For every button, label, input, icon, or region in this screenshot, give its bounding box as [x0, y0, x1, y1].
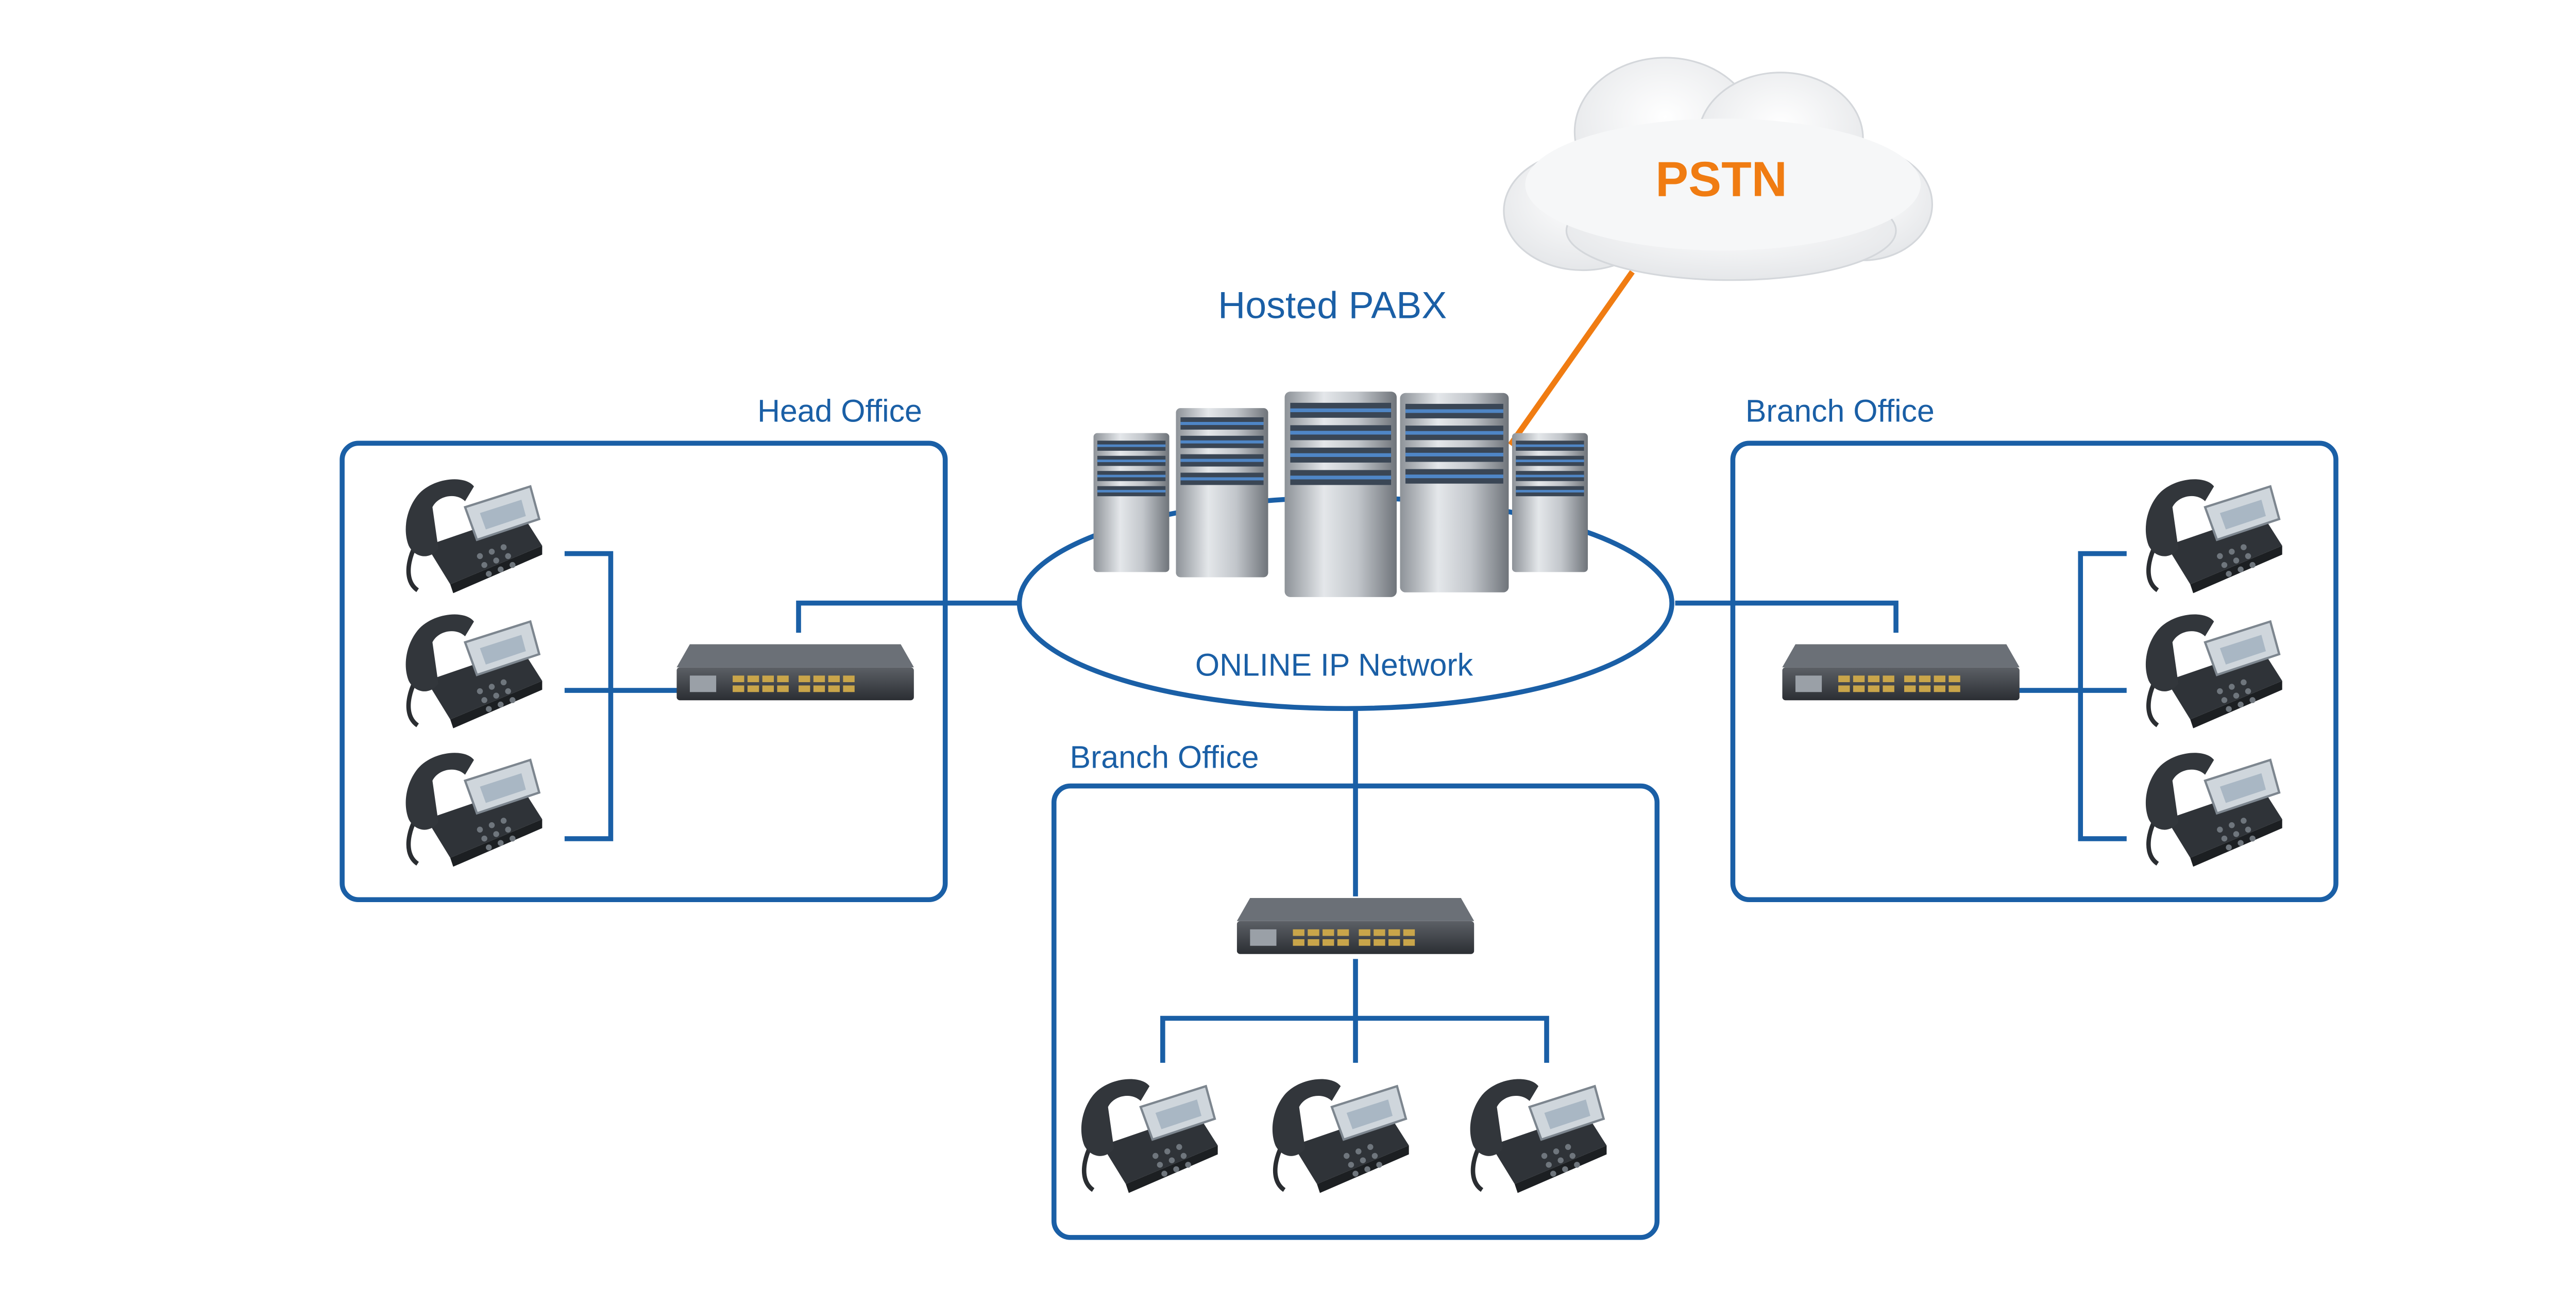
head-office-phones [406, 479, 543, 867]
branch-right-uplink [1675, 600, 1899, 633]
desk-phone-icon [1273, 1079, 1409, 1193]
hosted-pabx-label: Hosted PABX [1218, 283, 1447, 326]
branch-office-right-label: Branch Office [1745, 394, 1935, 429]
server-rack-icon [1093, 392, 1588, 597]
desk-phone-icon [2146, 615, 2282, 728]
desk-phone-icon [406, 615, 543, 728]
branch-right-phones [2146, 479, 2282, 867]
branch-bottom-phones [1081, 1079, 1607, 1193]
desk-phone-icon [2146, 753, 2282, 867]
branch-office-bottom-box [1051, 783, 1660, 1240]
branch-office-bottom-label: Branch Office [1070, 739, 1259, 774]
head-office-box [340, 440, 948, 903]
pstn-label: PSTN [1655, 152, 1787, 207]
network-switch-icon [676, 644, 914, 701]
head-office-label: Head Office [757, 394, 922, 429]
pstn-cloud-icon [1503, 57, 1934, 281]
head-office-uplink [796, 600, 1023, 633]
network-switch-icon [1782, 644, 2020, 701]
desk-phone-icon [1081, 1079, 1218, 1193]
desk-phone-icon [406, 479, 543, 593]
head-office-phone-link [564, 551, 614, 841]
desk-phone-icon [1470, 1079, 1607, 1193]
desk-phone-icon [2146, 479, 2282, 593]
online-ip-network-label: ONLINE IP Network [1195, 647, 1473, 682]
network-switch-icon [1236, 898, 1475, 954]
branch-office-right-box [1730, 440, 2338, 903]
branch-right-phone-link [2078, 551, 2127, 841]
desk-phone-icon [406, 753, 543, 867]
pstn-link [1508, 270, 1635, 447]
connection-lines [564, 551, 2127, 1063]
